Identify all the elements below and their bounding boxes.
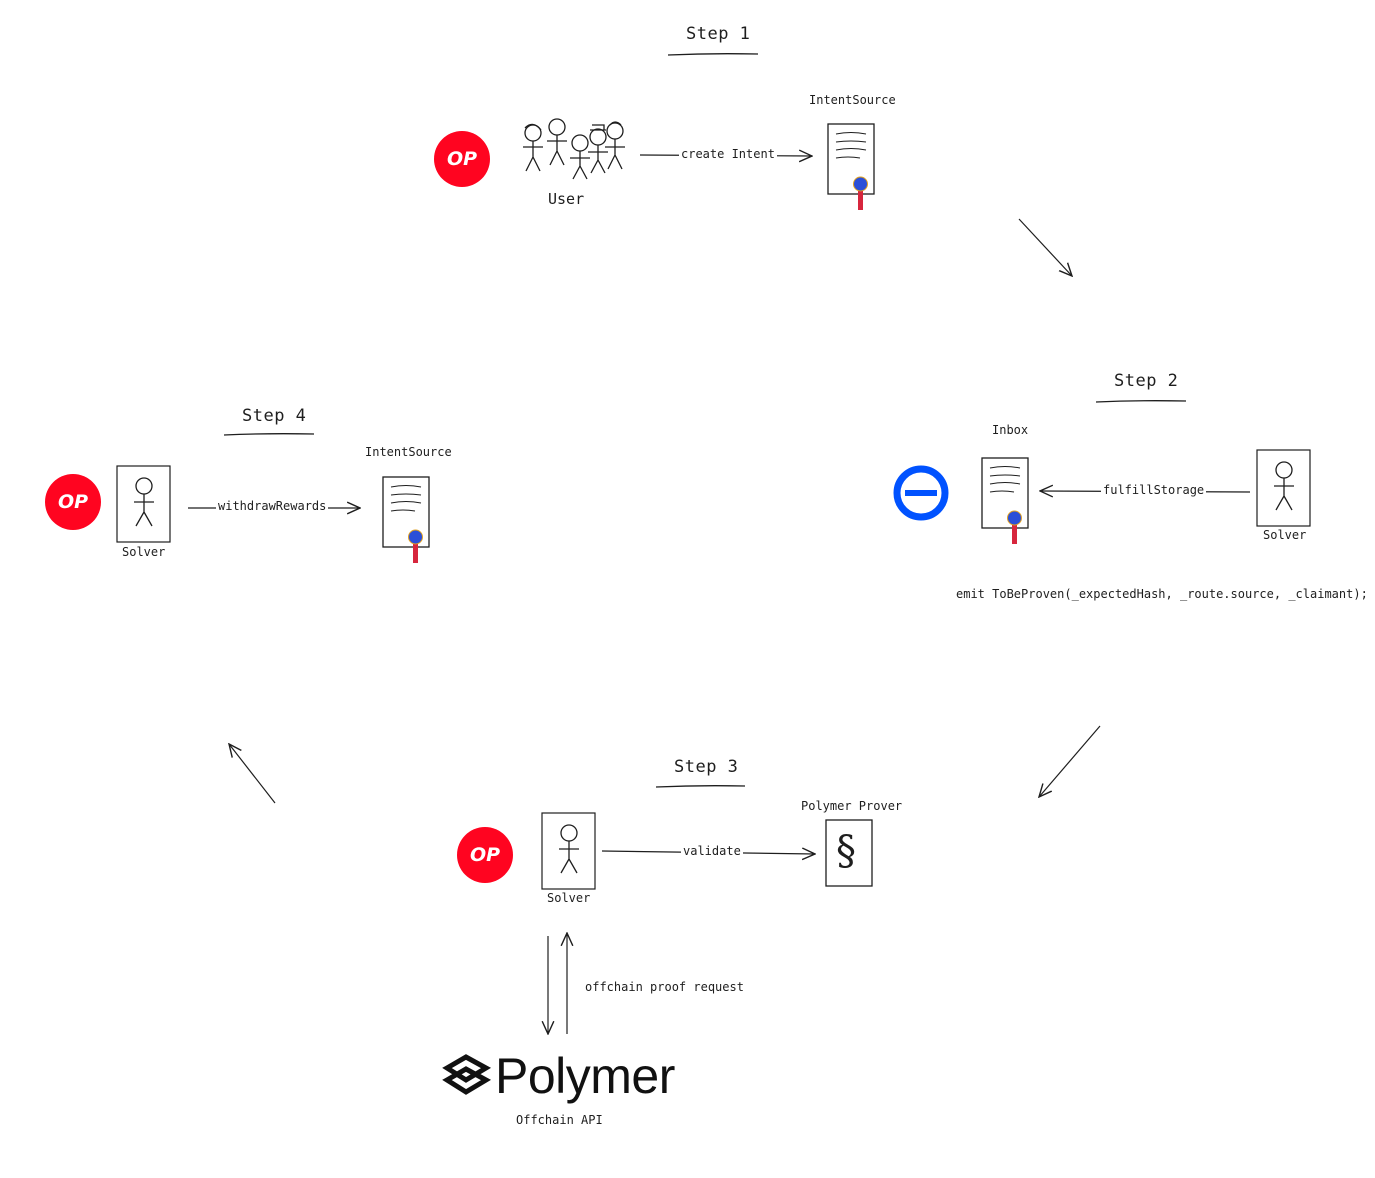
step4-intentsource-label: IntentSource bbox=[365, 445, 452, 459]
step2-solver-label: Solver bbox=[1263, 528, 1307, 542]
step1-heading: Step 1 bbox=[686, 24, 751, 44]
inbox-label: Inbox bbox=[992, 423, 1029, 437]
base-chain-icon bbox=[893, 465, 949, 521]
fulfill-storage-label: fulfillStorage bbox=[1101, 483, 1207, 497]
step4-solver-label: Solver bbox=[122, 545, 166, 559]
polymer-wordmark: Polymer bbox=[495, 1048, 675, 1104]
event-code-text: emit ToBeProven(_expectedHash, _route.so… bbox=[956, 587, 1368, 601]
users-group-icon bbox=[523, 118, 625, 180]
step4-heading: Step 4 bbox=[242, 406, 307, 426]
op-chain-badge: OP bbox=[434, 131, 490, 187]
create-intent-label: create Intent bbox=[679, 147, 777, 161]
step2-underline bbox=[1095, 400, 1187, 403]
offchain-api-label: Offchain API bbox=[516, 1113, 603, 1127]
step3-heading: Step 3 bbox=[674, 757, 739, 777]
offchain-request-label: offchain proof request bbox=[585, 980, 744, 994]
step2-solver-icon bbox=[1256, 449, 1311, 527]
user-label: User bbox=[548, 190, 585, 208]
step4-intentsource-contract-icon bbox=[382, 476, 430, 564]
step3-to-step4-arrow bbox=[229, 744, 276, 804]
step3-underline bbox=[655, 785, 746, 788]
step4-underline bbox=[223, 433, 315, 436]
step2-to-step3-arrow bbox=[1039, 725, 1101, 797]
withdraw-rewards-label: withdrawRewards bbox=[216, 499, 329, 513]
step1-to-step2-arrow bbox=[1018, 218, 1072, 276]
step4-op-chain-badge: OP bbox=[45, 474, 101, 530]
step3-op-chain-badge: OP bbox=[457, 827, 513, 883]
validate-label: validate bbox=[681, 844, 743, 858]
step1-underline bbox=[667, 53, 759, 56]
step3-solver-icon bbox=[541, 812, 596, 890]
intentsource-contract-icon bbox=[827, 123, 875, 211]
step2-heading: Step 2 bbox=[1114, 371, 1179, 391]
intentsource-label: IntentSource bbox=[809, 93, 896, 107]
polymer-logo-icon bbox=[442, 1054, 492, 1095]
section-sign-icon: § bbox=[836, 828, 856, 874]
step4-solver-icon bbox=[116, 465, 171, 543]
polymer-prover-box bbox=[825, 819, 873, 887]
step3-solver-label: Solver bbox=[547, 891, 591, 905]
inbox-contract-icon bbox=[981, 457, 1029, 545]
polymer-prover-label: Polymer Prover bbox=[801, 799, 903, 813]
